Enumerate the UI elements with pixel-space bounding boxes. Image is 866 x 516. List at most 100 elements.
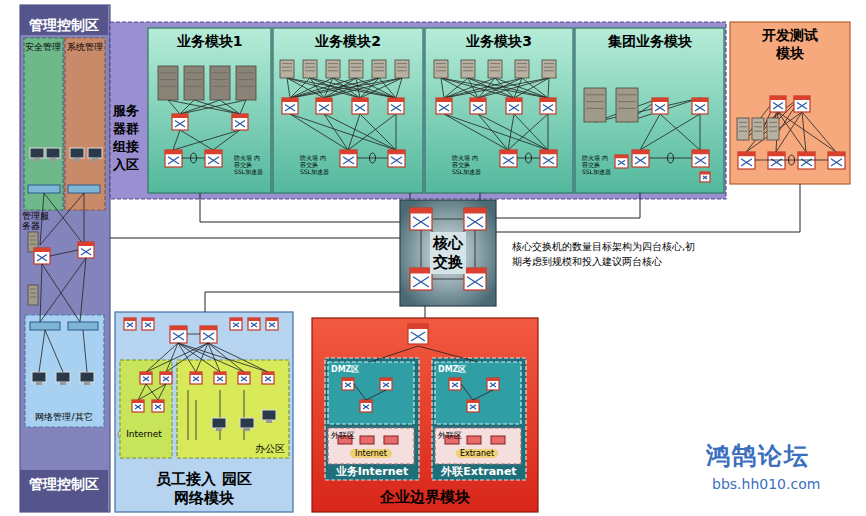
wire — [178, 343, 244, 372]
switch-icon — [695, 157, 706, 164]
switch-icon — [217, 377, 223, 381]
pc-icon — [240, 418, 254, 428]
server-icon — [303, 60, 317, 78]
wire — [186, 79, 202, 80]
pc-icon — [212, 418, 226, 428]
switch-icon — [467, 277, 483, 287]
switch-icon — [391, 157, 402, 164]
wire — [444, 78, 549, 98]
server-icon — [326, 60, 340, 78]
wire — [220, 390, 221, 440]
wire — [517, 158, 540, 159]
server-icon — [184, 66, 204, 100]
device-note: 防火墙 内容交换 SSL加速器 — [452, 155, 482, 176]
region: Internet — [118, 424, 170, 446]
wire — [754, 131, 762, 132]
switch-icon — [770, 96, 786, 112]
wire — [441, 78, 548, 98]
region-title: 办公区 — [255, 442, 285, 456]
wire — [282, 67, 292, 68]
switch-icon — [208, 157, 219, 164]
switch-icon — [470, 405, 476, 409]
region-title: 业务模块2 — [273, 33, 423, 51]
switch-icon — [464, 268, 486, 274]
pc-icon — [50, 158, 56, 161]
wire — [305, 63, 315, 64]
switch-icon — [615, 155, 628, 168]
wire — [212, 86, 228, 87]
wire — [397, 67, 407, 68]
region-fill — [328, 428, 414, 464]
wire — [282, 63, 292, 64]
switch-icon — [173, 333, 184, 340]
wire — [244, 390, 245, 440]
watermark: 鸿鹄论坛 — [706, 440, 810, 472]
wire — [287, 78, 290, 98]
switch-icon — [509, 104, 519, 111]
switch-icon — [436, 98, 452, 102]
wire — [649, 158, 692, 159]
wire — [586, 101, 604, 102]
cloud-label: Internet — [350, 449, 392, 458]
wire — [461, 384, 473, 400]
wire — [324, 114, 396, 150]
router-icon — [360, 436, 374, 444]
region-title: 核心交换 — [430, 232, 466, 274]
wire — [490, 67, 500, 68]
wire — [354, 384, 366, 400]
link-line — [425, 306, 426, 318]
switch-icon — [152, 400, 164, 412]
wire — [212, 72, 228, 73]
wire — [396, 114, 397, 150]
pc-icon — [92, 158, 98, 161]
region-title: 开发测试模块 — [760, 27, 820, 63]
wire — [290, 78, 333, 98]
pc-icon — [266, 420, 272, 423]
switch-icon — [193, 377, 199, 381]
region: 员工接入 园区网络模块Internet办公区 — [115, 312, 293, 512]
pc-icon — [262, 410, 276, 420]
switch-icon — [487, 378, 499, 381]
switch-icon — [467, 400, 479, 403]
wire — [208, 343, 268, 372]
wire — [432, 219, 464, 220]
router-icon — [491, 436, 505, 444]
switch-icon — [170, 326, 187, 343]
switch-icon — [506, 98, 522, 102]
region-fill — [328, 362, 414, 424]
pc-icon — [74, 158, 80, 161]
switch-icon — [175, 120, 185, 127]
switch-icon — [360, 400, 372, 403]
switch-icon — [232, 114, 248, 118]
switch-icon — [388, 150, 405, 154]
switch-icon — [266, 318, 278, 321]
wire — [548, 114, 549, 150]
pc-icon — [70, 148, 84, 158]
wire — [374, 70, 384, 71]
wire — [739, 122, 747, 123]
wire — [769, 122, 777, 123]
switch-icon — [262, 372, 274, 375]
region-fill — [575, 28, 724, 193]
switch-icon — [703, 176, 707, 179]
wire — [186, 86, 202, 87]
wire — [418, 346, 478, 362]
switch-icon — [230, 318, 242, 321]
link-bundle — [191, 153, 197, 163]
wire — [30, 240, 36, 241]
wire — [618, 94, 636, 95]
link-line — [205, 292, 400, 312]
wire — [360, 78, 402, 98]
wire — [495, 78, 548, 98]
wire — [436, 67, 446, 68]
switch-icon — [316, 98, 332, 102]
region-title: DMZ区 — [438, 364, 466, 375]
wire — [544, 70, 554, 71]
switch-icon — [503, 157, 514, 164]
wire — [618, 101, 636, 102]
wire — [348, 114, 396, 150]
wire — [397, 63, 407, 64]
wire — [396, 78, 402, 98]
wire — [517, 67, 527, 68]
wire — [240, 100, 246, 114]
